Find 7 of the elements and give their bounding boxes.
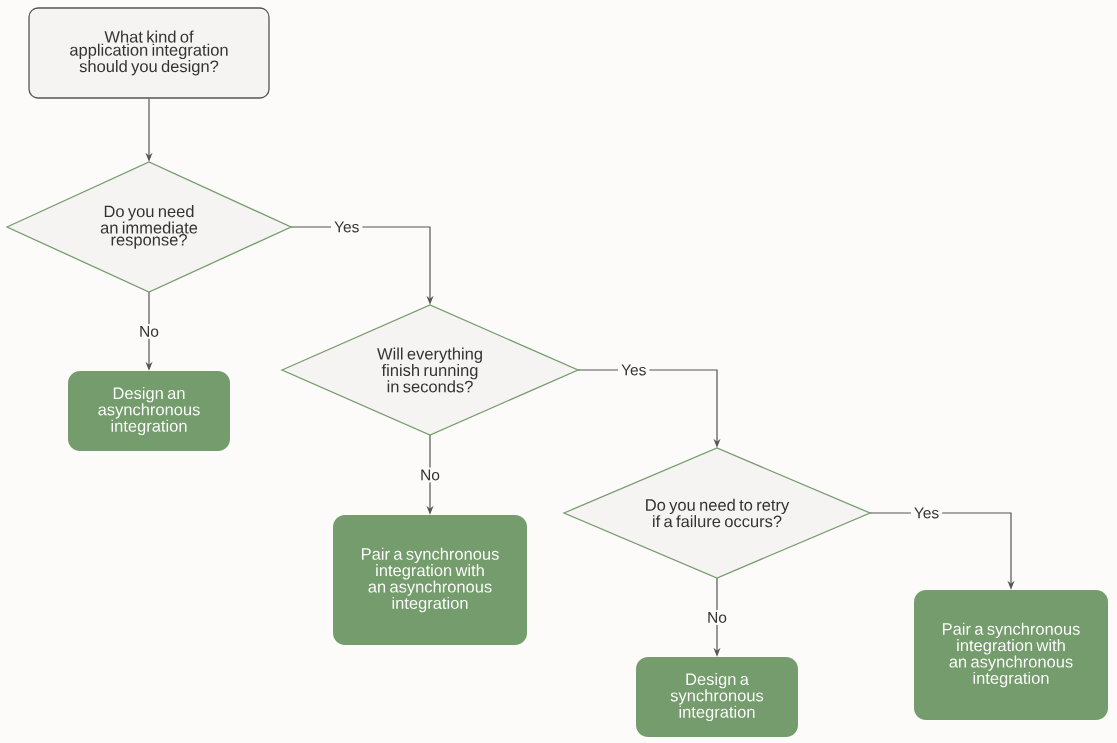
result-box: Design an asynchronous integration <box>68 371 230 451</box>
result-box: Pair a synchronous integration with an asynchronous integration <box>914 590 1108 720</box>
edge-label: No <box>705 610 729 625</box>
result-box: Design a synchronous integration <box>636 657 798 737</box>
result-box: Pair a synchronous integration with an asynchronous integration <box>333 515 527 645</box>
start-box: What kind of application integration should you design? <box>28 7 270 99</box>
edge-label: No <box>137 324 161 339</box>
